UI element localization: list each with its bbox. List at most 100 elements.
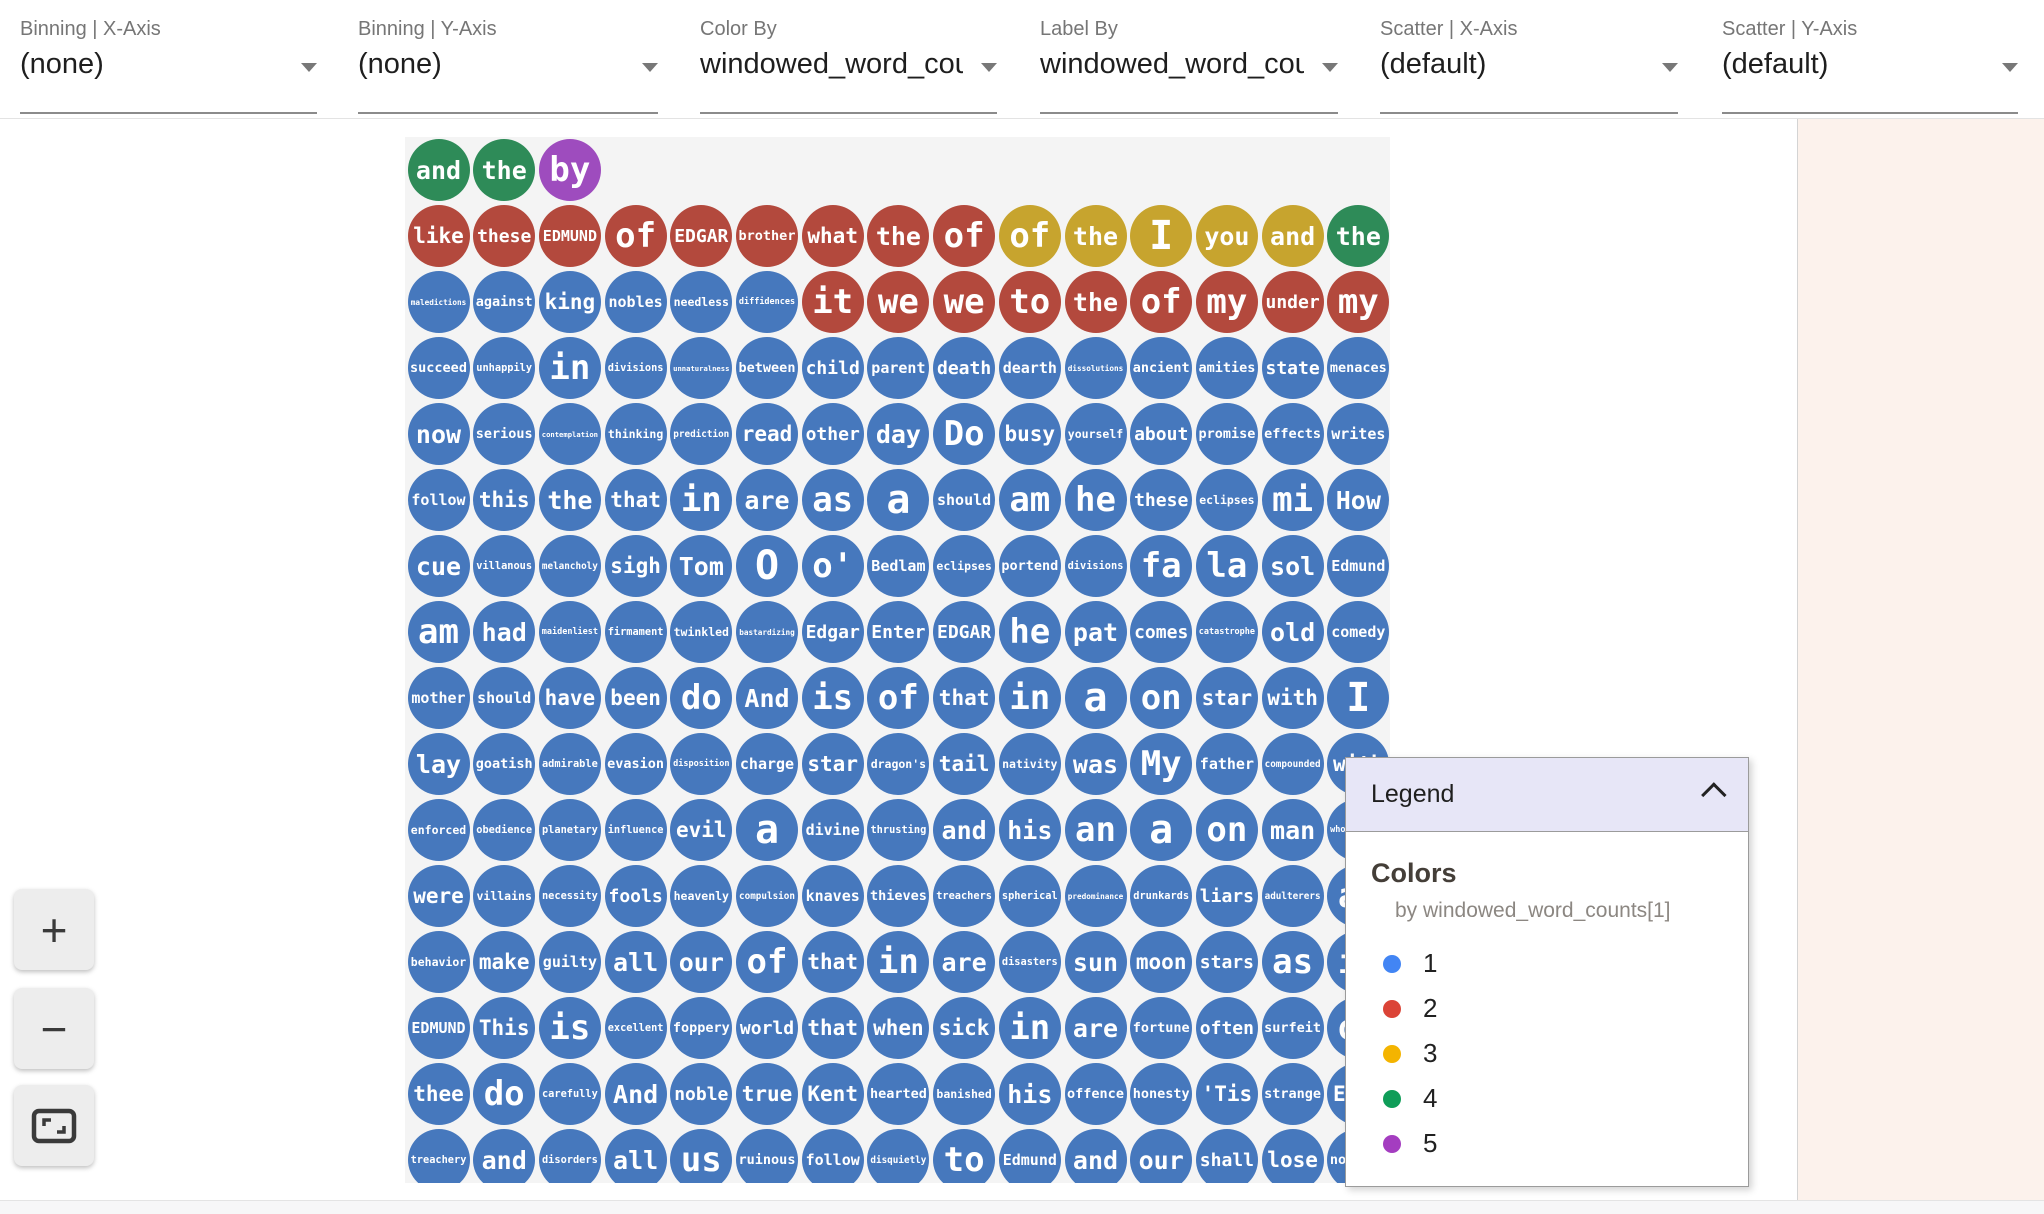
word-bubble[interactable]: in [867,931,930,993]
word-bubble[interactable]: planetary [538,799,601,861]
word-bubble[interactable]: eclipses [933,535,996,597]
word-bubble[interactable]: divine [801,799,864,861]
word-bubble[interactable]: old [1261,601,1324,663]
word-bubble[interactable]: make [473,931,536,993]
word-bubble[interactable]: these [1130,469,1193,531]
word-bubble[interactable]: what [801,205,864,267]
word-bubble[interactable]: disorders [538,1129,601,1183]
dropdown-label-by[interactable]: Label By windowed_word_counts[1] [1040,0,1338,114]
word-bubble[interactable]: comedy [1327,601,1390,663]
chevron-down-icon[interactable] [1662,63,1678,72]
word-bubble[interactable]: is [538,997,601,1059]
word-bubble[interactable]: mi [1261,469,1324,531]
word-bubble[interactable]: Edmund [998,1129,1061,1183]
word-bubble[interactable]: true [736,1063,798,1125]
word-bubble[interactable]: these [473,205,536,267]
word-bubble[interactable]: lay [407,733,470,795]
word-bubble[interactable]: Enter [867,601,930,663]
word-bubble[interactable]: his [998,799,1061,861]
word-bubble[interactable]: menaces [1327,337,1390,399]
word-bubble[interactable]: follow [407,469,470,531]
word-bubble[interactable]: I [1327,667,1390,729]
word-bubble[interactable]: father [1195,733,1258,795]
word-bubble[interactable]: My [1130,733,1193,795]
word-bubble[interactable]: Edgar [801,601,864,663]
word-bubble[interactable]: his [998,1063,1061,1125]
word-bubble[interactable]: disposition [670,733,733,795]
dropdown-color-by[interactable]: Color By windowed_word_counts[1] [700,0,997,114]
word-bubble[interactable]: writes [1327,403,1390,465]
word-bubble[interactable]: fortune [1130,997,1193,1059]
word-bubble[interactable]: under [1261,271,1324,333]
word-bubble[interactable]: twinkled [670,601,733,663]
word-bubble[interactable]: yourself [1064,403,1127,465]
word-bubble[interactable]: dearth [998,337,1061,399]
word-bubble[interactable]: star [1195,667,1258,729]
word-bubble[interactable]: should [473,667,536,729]
word-bubble[interactable]: nativity [998,733,1061,795]
word-bubble[interactable]: ancient [1130,337,1193,399]
word-bubble[interactable]: death [933,337,996,399]
word-bubble[interactable]: Bedlam [867,535,930,597]
word-bubble[interactable]: to [998,271,1061,333]
word-bubble[interactable]: do [473,1063,536,1125]
word-bubble[interactable]: this [473,469,536,531]
word-bubble[interactable]: banished [933,1063,996,1125]
word-bubble[interactable]: fa [1130,535,1193,597]
chevron-down-icon[interactable] [1322,63,1338,72]
word-bubble[interactable]: offence [1064,1063,1127,1125]
word-bubble[interactable]: now [407,403,470,465]
word-bubble[interactable]: 'Tis [1195,1063,1258,1125]
word-bubble[interactable]: to [933,1129,996,1183]
word-bubble[interactable]: man [1261,799,1324,861]
word-bubble[interactable]: by [538,139,601,201]
word-bubble[interactable]: charge [736,733,798,795]
word-bubble[interactable]: fools [604,865,667,927]
legend-header[interactable]: Legend [1346,758,1748,832]
word-bubble[interactable]: should [933,469,996,531]
word-bubble[interactable]: of [736,931,798,993]
word-bubble[interactable]: thrusting [867,799,930,861]
word-bubble[interactable]: about [1130,403,1193,465]
word-bubble[interactable]: in [998,997,1061,1059]
word-bubble[interactable]: promise [1195,403,1258,465]
word-bubble[interactable]: portend [998,535,1061,597]
word-bubble[interactable]: busy [998,403,1061,465]
word-bubble[interactable]: maidenliest [538,601,601,663]
word-bubble[interactable]: were [407,865,470,927]
word-bubble[interactable]: melancholy [538,535,601,597]
word-bubble[interactable]: am [998,469,1061,531]
word-bubble[interactable]: eclipses [1195,469,1258,531]
dropdown-binning-x-axis[interactable]: Binning | X-Axis (none) [20,0,317,114]
word-bubble[interactable]: you [1195,205,1258,267]
word-bubble[interactable]: parent [867,337,930,399]
word-bubble[interactable]: EDMUND [538,205,601,267]
word-bubble[interactable]: guilty [538,931,601,993]
word-bubble[interactable]: drunkards [1130,865,1193,927]
word-bubble[interactable]: my [1327,271,1390,333]
word-bubble[interactable]: bastardizing [736,601,798,663]
word-bubble[interactable]: comes [1130,601,1193,663]
word-bubble[interactable]: How [1327,469,1390,531]
word-bubble[interactable]: maledictions [407,271,470,333]
word-bubble[interactable]: sol [1261,535,1324,597]
word-bubble[interactable]: evasion [604,733,667,795]
word-bubble[interactable]: am [407,601,470,663]
word-bubble[interactable]: honesty [1130,1063,1193,1125]
word-bubble[interactable]: as [801,469,864,531]
word-bubble[interactable]: that [604,469,667,531]
word-bubble[interactable]: o' [801,535,864,597]
word-bubble[interactable]: the [538,469,601,531]
word-bubble[interactable]: unhappily [473,337,536,399]
word-bubble[interactable]: we [867,271,930,333]
word-bubble[interactable]: EDMUND [407,997,470,1059]
word-bubble[interactable]: between [736,337,798,399]
word-bubble[interactable]: thieves [867,865,930,927]
word-bubble[interactable]: in [538,337,601,399]
word-bubble[interactable]: that [801,931,864,993]
word-bubble[interactable]: a [1130,799,1193,861]
word-bubble[interactable]: the [867,205,930,267]
word-bubble[interactable]: us [670,1129,733,1183]
word-bubble[interactable]: and [1064,1129,1127,1183]
